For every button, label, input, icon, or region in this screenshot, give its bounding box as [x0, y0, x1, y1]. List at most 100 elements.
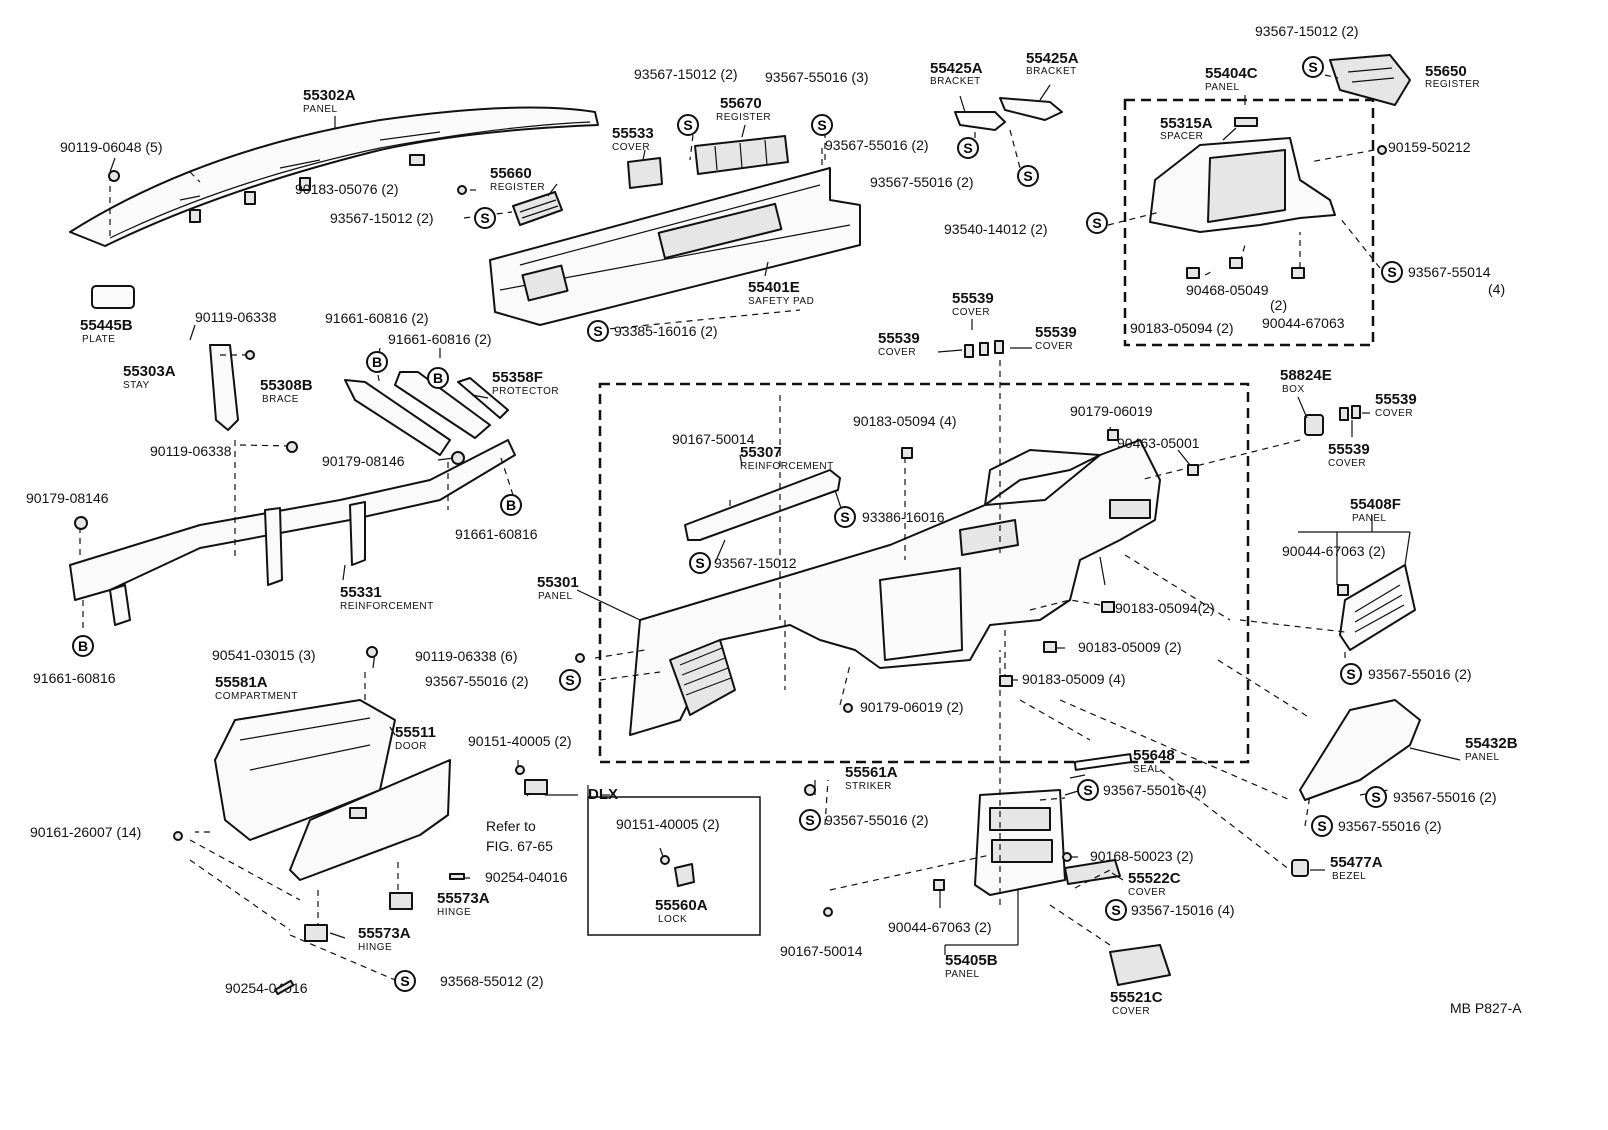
- svg-text:REGISTER: REGISTER: [716, 112, 771, 123]
- svg-text:S: S: [1308, 59, 1317, 75]
- svg-text:55303A: 55303A: [123, 363, 176, 380]
- symbol-s-icon: S: [1381, 261, 1403, 283]
- svg-text:55445B: 55445B: [80, 317, 133, 334]
- svg-text:S: S: [1387, 264, 1396, 280]
- symbol-s-icon: S: [559, 669, 581, 691]
- svg-text:B: B: [78, 638, 88, 654]
- svg-text:55581A: 55581A: [215, 674, 268, 691]
- meter-group-box: [1123, 98, 1375, 347]
- svg-text:90179-08146: 90179-08146: [322, 453, 405, 469]
- symbol-b-icon: B: [366, 351, 388, 373]
- svg-text:FIG. 67-65: FIG. 67-65: [486, 838, 553, 854]
- svg-text:COVER: COVER: [1375, 408, 1413, 419]
- svg-text:S: S: [840, 509, 849, 525]
- svg-text:COVER: COVER: [952, 307, 990, 318]
- svg-text:55660: 55660: [490, 165, 532, 182]
- plate-shape: [91, 285, 135, 309]
- leader-lines: [79, 74, 1461, 981]
- symbol-s-icon: S: [1086, 212, 1108, 234]
- register-right-shape: [1329, 54, 1411, 106]
- symbol-s-icon: S: [474, 207, 496, 229]
- svg-text:93567-55016 (2): 93567-55016 (2): [1368, 666, 1472, 682]
- symbol-b-icon: B: [427, 367, 449, 389]
- svg-text:91661-60816 (2): 91661-60816 (2): [325, 310, 429, 326]
- svg-text:90161-26007 (14): 90161-26007 (14): [30, 824, 141, 840]
- svg-text:55521C: 55521C: [1110, 989, 1163, 1006]
- svg-text:STAY: STAY: [123, 380, 150, 391]
- fastener-icons: [74, 145, 1387, 996]
- svg-text:90254-04016: 90254-04016: [225, 980, 308, 996]
- lock-shape: [674, 863, 695, 887]
- svg-text:COVER: COVER: [1112, 1006, 1150, 1017]
- svg-text:55401E: 55401E: [748, 279, 800, 296]
- safety-pad-shape: [489, 167, 861, 326]
- svg-text:STRIKER: STRIKER: [845, 781, 892, 792]
- svg-text:90183-05009 (2): 90183-05009 (2): [1078, 639, 1182, 655]
- panel-55405-shape: [974, 789, 1066, 896]
- panel-top-shape: [69, 106, 599, 247]
- svg-text:90044-67063 (2): 90044-67063 (2): [888, 919, 992, 935]
- label-55302a: 55302A: [303, 87, 356, 104]
- svg-text:BRACE: BRACE: [262, 394, 299, 405]
- symbol-s-icon: S: [811, 114, 833, 136]
- svg-text:HINGE: HINGE: [437, 907, 471, 918]
- svg-text:55511: 55511: [395, 724, 436, 741]
- svg-text:93567-55016 (2): 93567-55016 (2): [825, 137, 929, 153]
- svg-text:55539: 55539: [1035, 324, 1077, 341]
- svg-text:COMPARTMENT: COMPARTMENT: [215, 691, 298, 702]
- svg-text:93567-55016 (2): 93567-55016 (2): [1393, 789, 1497, 805]
- svg-text:55404C: 55404C: [1205, 65, 1258, 82]
- svg-text:93567-55016 (2): 93567-55016 (2): [870, 174, 974, 190]
- svg-text:PANEL: PANEL: [303, 104, 338, 115]
- svg-text:S: S: [817, 117, 826, 133]
- cover-55533-shape: [627, 157, 663, 189]
- svg-text:PANEL: PANEL: [1465, 752, 1500, 763]
- svg-text:90179-08146: 90179-08146: [26, 490, 109, 506]
- svg-text:55405B: 55405B: [945, 952, 998, 969]
- svg-text:90541-03015 (3): 90541-03015 (3): [212, 647, 316, 663]
- svg-text:90119-06338: 90119-06338: [150, 443, 232, 459]
- symbol-b-icon: B: [72, 635, 94, 657]
- svg-text:93567-55016 (2): 93567-55016 (2): [825, 812, 929, 828]
- symbol-s-icon: S: [1365, 786, 1387, 808]
- svg-text:(4): (4): [1488, 281, 1505, 297]
- svg-text:SAFETY PAD: SAFETY PAD: [748, 296, 814, 307]
- svg-text:93567-15016 (4): 93567-15016 (4): [1131, 902, 1235, 918]
- svg-text:REGISTER: REGISTER: [1425, 79, 1480, 90]
- bezel-shape: [1291, 859, 1309, 877]
- symbol-s-icon: S: [1311, 815, 1333, 837]
- label-90119-06048: 90119-06048 (5): [60, 139, 162, 155]
- cover-55521-shape: [1109, 944, 1171, 986]
- symbol-s-icon: S: [677, 114, 699, 136]
- svg-text:90119-06338: 90119-06338: [195, 309, 277, 325]
- symbol-s-icon: S: [587, 320, 609, 342]
- svg-text:REINFORCEMENT: REINFORCEMENT: [340, 601, 434, 612]
- svg-text:90463-05001: 90463-05001: [1117, 435, 1200, 451]
- reinforcement-55307-shape: [684, 469, 841, 541]
- svg-text:55573A: 55573A: [437, 890, 490, 907]
- main-panel-group-box: [598, 382, 1250, 764]
- panel-55432-shape: [1299, 699, 1421, 801]
- cover-55522-shape: [1064, 859, 1121, 885]
- svg-text:93567-15012 (2): 93567-15012 (2): [1255, 23, 1359, 39]
- svg-text:SPACER: SPACER: [1160, 131, 1203, 142]
- svg-text:S: S: [400, 973, 409, 989]
- svg-text:BRACKET: BRACKET: [930, 76, 981, 87]
- svg-text:90151-40005 (2): 90151-40005 (2): [468, 733, 572, 749]
- svg-text:55539: 55539: [1328, 441, 1370, 458]
- svg-text:S: S: [565, 672, 574, 688]
- symbol-b-icon: B: [500, 494, 522, 516]
- svg-text:90183-05094(2): 90183-05094(2): [1115, 600, 1215, 616]
- svg-text:91661-60816: 91661-60816: [33, 670, 116, 686]
- svg-text:90183-05094 (4): 90183-05094 (4): [853, 413, 957, 429]
- svg-text:PLATE: PLATE: [82, 334, 115, 345]
- svg-text:93567-15012: 93567-15012: [714, 555, 797, 571]
- symbol-s-icon: S: [799, 809, 821, 831]
- svg-text:90167-50014: 90167-50014: [780, 943, 863, 959]
- symbols: S S S S S S S S S B B B B S S S S S S S …: [72, 56, 1403, 992]
- svg-text:S: S: [593, 323, 602, 339]
- svg-text:DLX: DLX: [588, 786, 618, 803]
- svg-text:93567-55016 (4): 93567-55016 (4): [1103, 782, 1207, 798]
- svg-text:COVER: COVER: [1328, 458, 1366, 469]
- svg-text:BEZEL: BEZEL: [1332, 871, 1366, 882]
